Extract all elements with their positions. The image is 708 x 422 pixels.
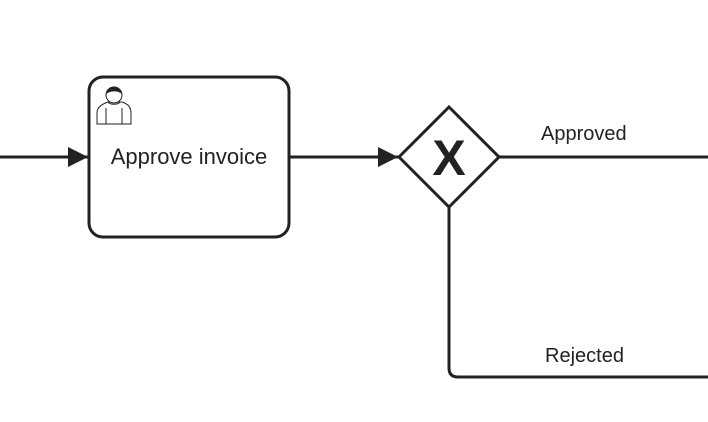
gateway-marker-x-icon: X xyxy=(432,130,465,186)
task-label: Approve invoice xyxy=(111,144,268,169)
exclusive-gateway[interactable]: X xyxy=(396,104,502,210)
approved-flow-label: Approved xyxy=(541,123,627,145)
user-task-approve-invoice[interactable]: Approve invoice xyxy=(87,75,291,239)
user-icon xyxy=(96,86,132,125)
rejected-sequence-flow[interactable] xyxy=(447,207,708,379)
rejected-flow-label: Rejected xyxy=(545,345,624,367)
